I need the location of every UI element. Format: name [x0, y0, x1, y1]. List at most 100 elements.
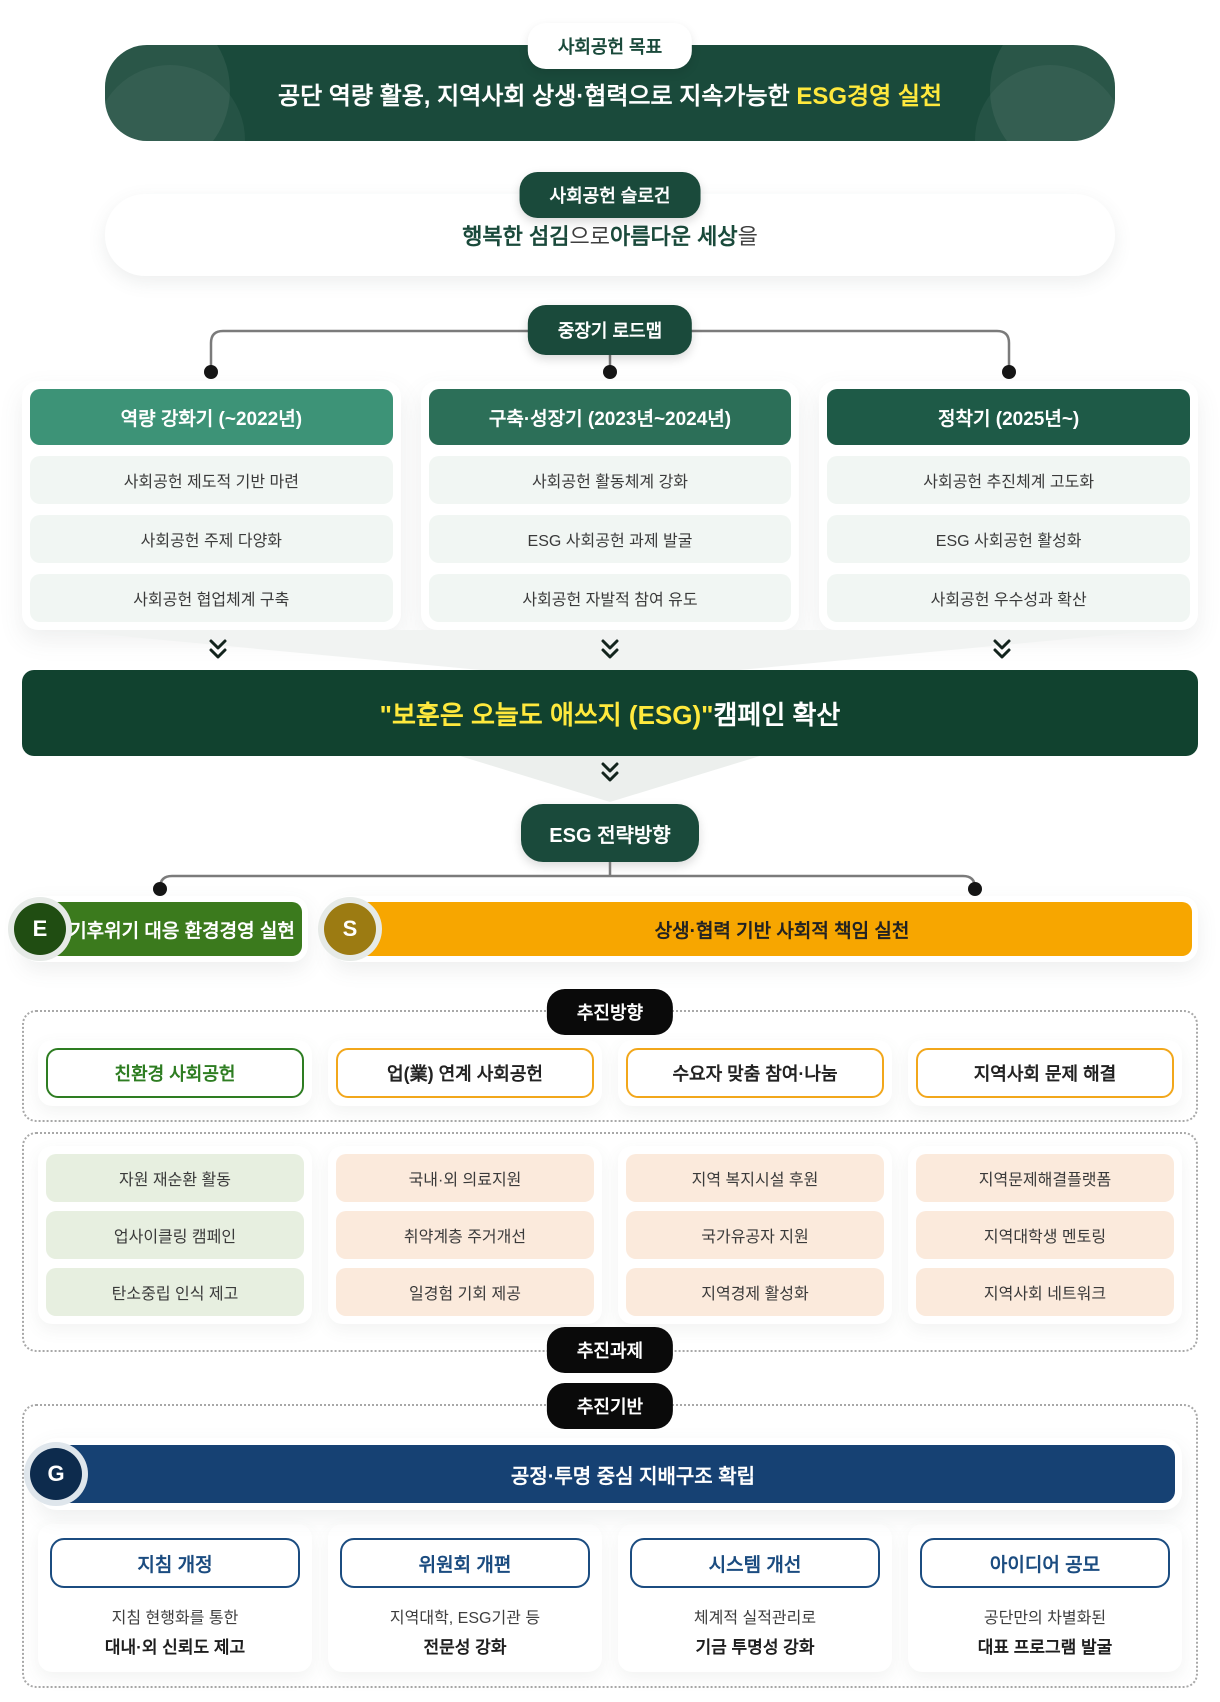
esg-connector-lines — [153, 862, 982, 896]
goal-tag-pill: 사회공헌 목표 — [527, 23, 693, 69]
campaign-highlight-text: "보훈은 오늘도 애쓰지 (ESG)" — [379, 699, 714, 730]
esg-letter-e-badge: E — [14, 903, 66, 955]
roadmap-phase-2-header: 구축·성장기 (2023년~2024년) — [428, 389, 792, 445]
roadmap-item: 사회공헌 자발적 참여 유도 — [428, 574, 792, 622]
task-item: 일경험 기회 제공 — [336, 1268, 594, 1316]
esg-track-social-card: 상생·협력 기반 사회적 책임 실천 — [332, 896, 1198, 962]
foundation-tag-pill: 추진기반 — [546, 1383, 674, 1429]
governance-bar: 공정·투명 중심 지배구조 확립 — [45, 1445, 1175, 1503]
roadmap-phases: 역량 강화기 (~2022년) 사회공헌 제도적 기반 마련 사회공헌 주제 다… — [22, 381, 1198, 630]
esg-tracks-row: 기후위기 대응 환경경영 실현 E 상생·협력 기반 사회적 책임 실천 S — [14, 896, 1198, 962]
task-item: 탄소중립 인식 제고 — [46, 1268, 304, 1316]
goal-text-highlight: ESG경영 실천 — [796, 82, 943, 110]
foundation-tag-label: 추진기반 — [576, 1397, 644, 1417]
roadmap-phase-2-card: 구축·성장기 (2023년~2024년) 사회공헌 활동체계 강화 ESG 사회… — [420, 381, 800, 630]
task-item: 지역사회 네트워크 — [916, 1268, 1174, 1316]
infographic-page: 사회공헌 목표 공단 역량 활용, 지역사회 상생·협력으로 지속가능한 ESG… — [0, 23, 1220, 1702]
goal-section: 사회공헌 목표 공단 역량 활용, 지역사회 상생·협력으로 지속가능한 ESG… — [105, 23, 1115, 141]
tasks-column-community: 지역문제해결플랫폼 지역대학생 멘토링 지역사회 네트워크 — [908, 1146, 1182, 1324]
foundation-card-title: 지침 개정 — [50, 1538, 300, 1588]
foundation-card-line2: 기금 투명성 강화 — [695, 1638, 815, 1657]
goal-tag-label: 사회공헌 목표 — [557, 37, 663, 57]
roadmap-item: 사회공헌 활동체계 강화 — [428, 456, 792, 504]
direction-tag-label: 추진방향 — [576, 1003, 644, 1023]
foundation-card-line2: 대내·외 신뢰도 제고 — [104, 1638, 246, 1657]
foundation-card-line1: 지침 현행화를 통한 — [111, 1610, 239, 1627]
foundation-card-line2: 전문성 강화 — [423, 1638, 507, 1657]
foundation-section: 추진기반 공정·투명 중심 지배구조 확립 G 지침 개정 지침 현행화를 통한… — [22, 1383, 1198, 1688]
tasks-section: 자원 재순환 활동 업사이클링 캠페인 탄소중립 인식 제고 국내·외 의료지원… — [22, 1132, 1198, 1373]
esg-track-environment-bar: 기후위기 대응 환경경영 실현 — [28, 902, 302, 956]
foundation-card-system: 시스템 개선 체계적 실적관리로 기금 투명성 강화 — [618, 1524, 892, 1672]
foundation-card-title: 위원회 개편 — [340, 1538, 590, 1588]
direction-header-business: 업(業) 연계 사회공헌 — [336, 1048, 594, 1098]
roadmap-item: 사회공헌 주제 다양화 — [30, 515, 393, 563]
double-chevron-down-icon — [209, 639, 227, 659]
slogan-tag-label: 사회공헌 슬로건 — [549, 186, 671, 206]
slogan-plain-1: 으로 — [569, 224, 610, 249]
esg-tag-label: ESG 전략방향 — [549, 824, 671, 847]
foundation-card-idea: 아이디어 공모 공단만의 차별화된 대표 프로그램 발굴 — [908, 1524, 1182, 1672]
foundation-card-guideline: 지침 개정 지침 현행화를 통한 대내·외 신뢰도 제고 — [38, 1524, 312, 1672]
roadmap-item: 사회공헌 추진체계 고도화 — [827, 456, 1190, 504]
foundation-card-title: 아이디어 공모 — [920, 1538, 1170, 1588]
slogan-emphasis-2: 아름다운 세상 — [610, 224, 738, 249]
direction-headers-row: 친환경 사회공헌 업(業) 연계 사회공헌 수요자 맞춤 참여·나눔 지역사회 … — [38, 1040, 1182, 1106]
governance-row: 공정·투명 중심 지배구조 확립 G — [30, 1438, 1182, 1510]
funnel-triangle — [460, 756, 760, 802]
chevron-row — [22, 630, 1198, 670]
double-chevron-down-icon — [601, 639, 619, 659]
slogan-plain-2: 을 — [737, 224, 758, 249]
connector-dot — [204, 365, 218, 379]
task-item: 지역문제해결플랫폼 — [916, 1154, 1174, 1202]
slogan-emphasis-1: 행복한 섬김 — [462, 224, 570, 249]
direction-header-participation: 수요자 맞춤 참여·나눔 — [626, 1048, 884, 1098]
esg-connector — [22, 862, 1198, 896]
goal-text: 공단 역량 활용, 지역사회 상생·협력으로 지속가능한 ESG경영 실천 — [278, 76, 942, 111]
tasks-column-business: 국내·외 의료지원 취약계층 주거개선 일경험 기회 제공 — [328, 1146, 602, 1324]
decorative-circles-icon — [990, 45, 1115, 141]
roadmap-connector: 중장기 로드맵 — [22, 305, 1198, 381]
campaign-banner: "보훈은 오늘도 애쓰지 (ESG)" 캠페인 확산 — [22, 670, 1198, 756]
foundation-card-line1: 공단만의 차별화된 — [983, 1610, 1107, 1627]
roadmap-tag-pill: 중장기 로드맵 — [527, 305, 693, 355]
foundation-card-line1: 체계적 실적관리로 — [693, 1610, 817, 1627]
esg-strategy-section: ESG 전략방향 — [22, 804, 1198, 862]
roadmap-item: ESG 사회공헌 과제 발굴 — [428, 515, 792, 563]
connector-dot — [1002, 365, 1016, 379]
slogan-tag-pill: 사회공헌 슬로건 — [519, 172, 701, 218]
direction-header-community: 지역사회 문제 해결 — [916, 1048, 1174, 1098]
task-item: 지역 복지시설 후원 — [626, 1154, 884, 1202]
goal-text-prefix: 공단 역량 활용, 지역사회 상생·협력으로 지속가능한 — [277, 82, 797, 110]
direction-tag-pill: 추진방향 — [546, 989, 674, 1035]
double-chevron-down-icon — [601, 762, 619, 782]
task-item: 국내·외 의료지원 — [336, 1154, 594, 1202]
roadmap-phase-3-card: 정착기 (2025년~) 사회공헌 추진체계 고도화 ESG 사회공헌 활성화 … — [819, 381, 1198, 630]
roadmap-item: ESG 사회공헌 활성화 — [827, 515, 1190, 563]
esg-track-social: 상생·협력 기반 사회적 책임 실천 S — [324, 896, 1198, 962]
direction-card: 친환경 사회공헌 — [38, 1040, 312, 1106]
tasks-tag-pill: 추진과제 — [546, 1327, 674, 1373]
task-item: 지역대학생 멘토링 — [916, 1211, 1174, 1259]
funnel-band — [22, 630, 1198, 670]
roadmap-item: 사회공헌 제도적 기반 마련 — [30, 456, 393, 504]
foundation-card-line2: 대표 프로그램 발굴 — [977, 1638, 1113, 1657]
roadmap-phase-1-card: 역량 강화기 (~2022년) 사회공헌 제도적 기반 마련 사회공헌 주제 다… — [22, 381, 401, 630]
roadmap-phase-1-header: 역량 강화기 (~2022년) — [30, 389, 393, 445]
esg-letter-g-badge: G — [30, 1448, 82, 1500]
tasks-tag-label: 추진과제 — [576, 1341, 644, 1361]
roadmap-tag-label: 중장기 로드맵 — [557, 321, 663, 341]
campaign-rest-text: 캠페인 확산 — [713, 699, 841, 730]
esg-track-environment-card: 기후위기 대응 환경경영 실현 — [22, 896, 308, 962]
tasks-column-participation: 지역 복지시설 후원 국가유공자 지원 지역경제 활성화 — [618, 1146, 892, 1324]
roadmap-item: 사회공헌 우수성과 확산 — [827, 574, 1190, 622]
foundation-cards-row: 지침 개정 지침 현행화를 통한 대내·외 신뢰도 제고 위원회 개편 지역대학… — [38, 1524, 1182, 1672]
connector-dot — [968, 882, 982, 896]
decorative-circles-icon — [105, 45, 230, 141]
task-item: 국가유공자 지원 — [626, 1211, 884, 1259]
tasks-column-eco: 자원 재순환 활동 업사이클링 캠페인 탄소중립 인식 제고 — [38, 1146, 312, 1324]
tasks-grid: 자원 재순환 활동 업사이클링 캠페인 탄소중립 인식 제고 국내·외 의료지원… — [38, 1146, 1182, 1324]
task-item: 자원 재순환 활동 — [46, 1154, 304, 1202]
roadmap-phase-3-header: 정착기 (2025년~) — [827, 389, 1190, 445]
